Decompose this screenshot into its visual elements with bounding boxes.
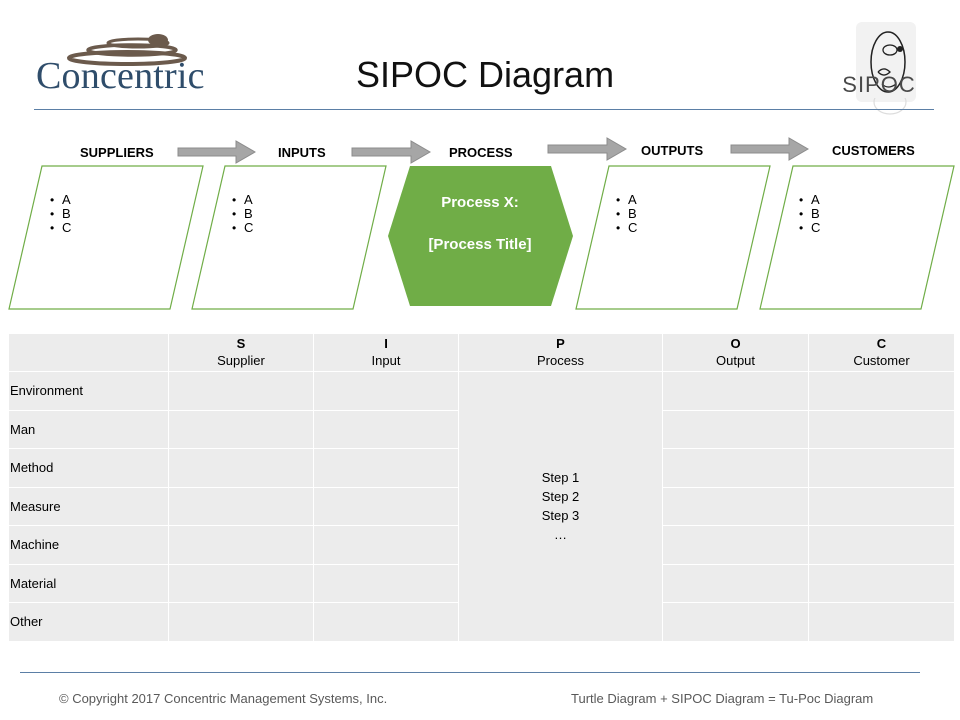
list-item: A (244, 193, 253, 207)
stage-label-outputs: OUTPUTS (641, 143, 704, 158)
sipoc-badge: SIPOC (838, 22, 920, 126)
list-item: A (62, 193, 71, 207)
table-cell (168, 409, 314, 449)
list-item: C (811, 221, 820, 235)
badge-text: SIPOC (842, 72, 916, 97)
list-item: C (628, 221, 637, 235)
logo-swoosh-icon (67, 34, 187, 66)
header-corner (8, 333, 169, 372)
table-cell (808, 448, 955, 488)
flow-arrows (177, 137, 809, 164)
stage-label-customers: CUSTOMERS (832, 143, 915, 158)
table-cell (662, 448, 809, 488)
table-cell (808, 409, 955, 449)
list-item: B (244, 207, 253, 221)
table-cell (808, 486, 955, 526)
arrow-process-outputs-icon (547, 137, 627, 161)
badge-reflection-icon (873, 98, 907, 115)
row-label-measure: Measure (8, 486, 169, 526)
arrow-outputs-customers-icon (730, 137, 809, 161)
bottom-divider (20, 672, 920, 673)
list-item: B (628, 207, 637, 221)
table-cell (662, 563, 809, 603)
row-label-material: Material (8, 563, 169, 603)
suppliers-card-shape (8, 165, 204, 310)
list-item: B (811, 207, 820, 221)
table-cell (808, 371, 955, 411)
process-title: [Process Title] (428, 236, 532, 253)
arrow-inputs-process-icon (351, 140, 431, 164)
row-label-machine: Machine (8, 525, 169, 565)
table-cell (313, 563, 459, 603)
table-cell (168, 448, 314, 488)
suppliers-list: A B C (40, 193, 71, 235)
list-item: B (62, 207, 71, 221)
table-cell (808, 602, 955, 642)
table-cell (313, 448, 459, 488)
table-cell (313, 486, 459, 526)
list-item: C (62, 221, 71, 235)
row-label-method: Method (8, 448, 169, 488)
step-ellipsis: … (554, 527, 567, 543)
step-1: Step 1 (541, 470, 580, 486)
inputs-card-shape (191, 165, 387, 310)
table-cell (662, 525, 809, 565)
stage-label-suppliers: SUPPLIERS (80, 145, 154, 160)
table-row: Other (8, 602, 955, 642)
step-2: Step 2 (541, 489, 580, 505)
table-cell (808, 525, 955, 565)
table-cell (168, 525, 314, 565)
page-title: SIPOC Diagram (356, 54, 615, 95)
top-divider (34, 109, 934, 110)
table-row: Method (8, 448, 955, 488)
logo-text: Concentric (36, 55, 205, 97)
table-cell (313, 602, 459, 642)
table-cell (313, 371, 459, 411)
table-cell (808, 563, 955, 603)
table-cell (168, 486, 314, 526)
table-cell (662, 602, 809, 642)
inputs-list: A B C (222, 193, 253, 235)
table-cell (662, 486, 809, 526)
process-hexagon-shape (388, 166, 573, 306)
process-steps-cell: Step 1 Step 2 Step 3 … (458, 371, 663, 642)
list-item: A (628, 193, 637, 207)
row-label-other: Other (8, 602, 169, 642)
table-cell (168, 371, 314, 411)
table-cell (662, 371, 809, 411)
list-item: C (244, 221, 253, 235)
customers-card-shape (759, 165, 955, 310)
outputs-list: A B C (606, 193, 637, 235)
footer-tagline: Turtle Diagram + SIPOC Diagram = Tu-Poc … (571, 691, 874, 706)
row-label-man: Man (8, 409, 169, 449)
process-name: Process X: (441, 194, 519, 211)
table-cell (313, 525, 459, 565)
outputs-card-shape (575, 165, 771, 310)
step-3: Step 3 (541, 508, 580, 524)
stage-label-process: PROCESS (449, 145, 513, 160)
table-cell (168, 563, 314, 603)
table-row: Environment Step 1 Step 2 Step 3 … (8, 371, 955, 642)
badge-background (856, 22, 916, 102)
footer-copyright: © Copyright 2017 Concentric Management S… (59, 691, 388, 706)
arrow-suppliers-inputs-icon (177, 140, 256, 164)
table-cell (662, 409, 809, 449)
table-row: Machine (8, 525, 955, 565)
stage-label-inputs: INPUTS (278, 145, 326, 160)
table-cell (313, 409, 459, 449)
turtle-face-icon (870, 31, 906, 93)
table-cell (168, 602, 314, 642)
customers-list: A B C (789, 193, 820, 235)
table-row: Measure (8, 486, 955, 526)
row-label-environment: Environment (8, 371, 169, 411)
list-item: A (811, 193, 820, 207)
